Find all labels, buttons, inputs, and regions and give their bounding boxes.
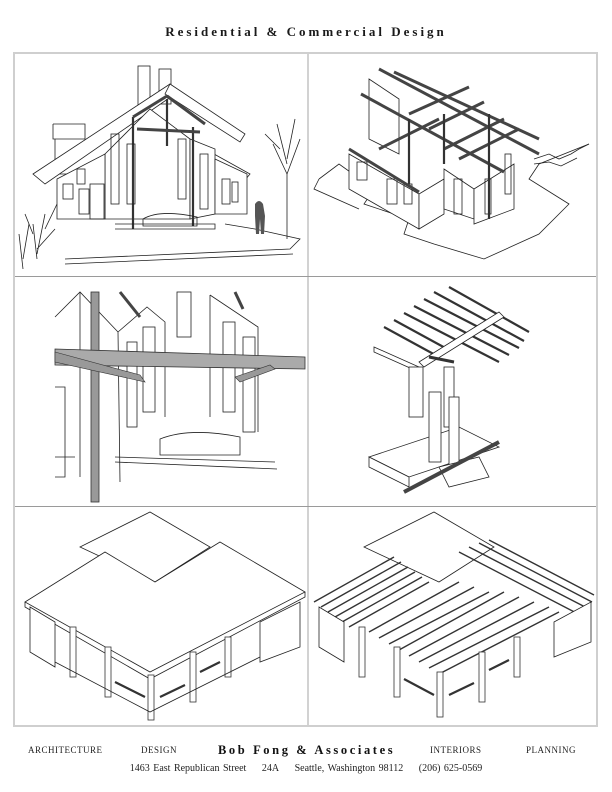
footer-services-row: ARCHITECTURE DESIGN Bob Fong & Associate… xyxy=(0,743,612,759)
column-divider xyxy=(307,54,309,725)
interior-beams-illustration xyxy=(54,291,306,503)
flat-roof-illustration xyxy=(24,511,306,721)
contact-address: 1463 East Republican Street 24A Seattle,… xyxy=(0,763,612,774)
isometric-roof-drawing xyxy=(15,507,307,727)
service-planning: PLANNING xyxy=(526,745,576,755)
row-divider-1 xyxy=(15,276,596,277)
street-address: 1463 East Republican Street xyxy=(129,763,247,774)
isometric-trellis-drawing xyxy=(309,507,598,727)
structural-details-drawing xyxy=(309,277,598,506)
trellis-roof-illustration xyxy=(313,511,595,718)
framing-cutaway-illustration xyxy=(313,67,590,260)
drawing-grid xyxy=(13,52,598,727)
firm-name: Bob Fong & Associates xyxy=(218,743,396,757)
interior-perspective-drawing xyxy=(15,277,307,506)
house-exterior-illustration xyxy=(18,65,301,270)
row-divider-2 xyxy=(15,506,596,507)
joint-details-illustration xyxy=(367,286,530,494)
service-architecture: ARCHITECTURE xyxy=(28,745,103,755)
unit-number: 24A xyxy=(261,763,280,774)
city-state-zip: Seattle, Washington 98112 xyxy=(294,763,404,774)
service-design: DESIGN xyxy=(141,745,177,755)
phone-number: (206) 625-0569 xyxy=(418,763,483,774)
exterior-perspective-drawing xyxy=(15,54,307,276)
service-interiors: INTERIORS xyxy=(430,745,482,755)
page-title: Residential & Commercial Design xyxy=(165,24,447,39)
isometric-framing-drawing xyxy=(309,54,598,276)
